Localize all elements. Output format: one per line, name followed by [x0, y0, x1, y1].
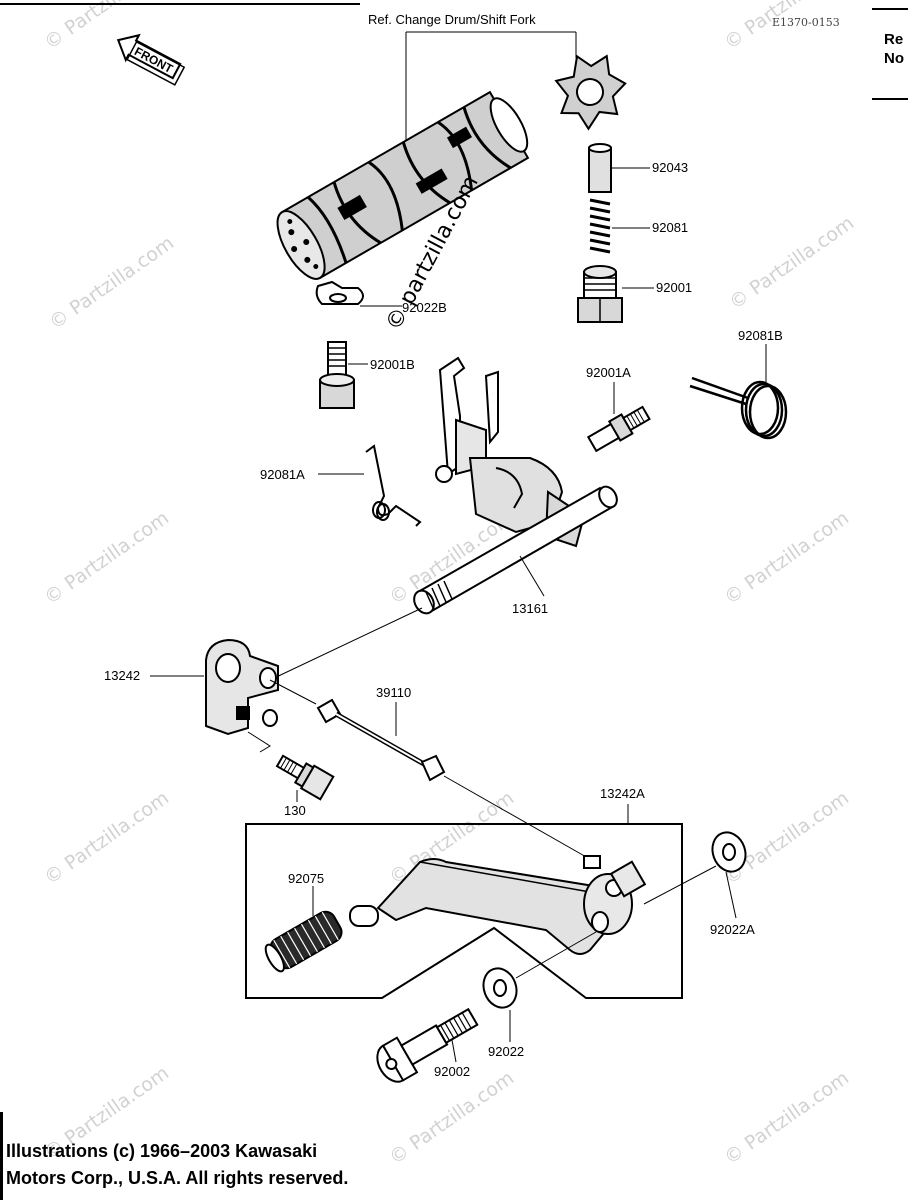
copyright-rule [0, 1112, 3, 1200]
spring-92081 [589, 198, 611, 254]
part-label: 13242A [600, 786, 645, 801]
pin-92043 [588, 143, 612, 193]
shift-drum-cam [554, 54, 627, 131]
part-label: 92022A [710, 922, 755, 937]
watermark: © Partzilla.com [720, 1067, 853, 1169]
part-label: 130 [284, 803, 306, 818]
part-label: 92081A [260, 467, 305, 482]
bolt-92001 [577, 265, 623, 323]
part-label: 92043 [652, 160, 688, 175]
clamp-lever-13242 [205, 638, 279, 736]
change-drum [276, 90, 530, 280]
bolt-92001B [319, 341, 355, 409]
tie-rod-39110 [316, 698, 446, 782]
part-label: 92001 [656, 280, 692, 295]
part-label: 92001A [586, 365, 631, 380]
watermark: © Partzilla.com [385, 1067, 518, 1169]
copyright-line-1: Illustrations (c) 1966–2003 Kawasaki [6, 1141, 318, 1161]
watermark: © Partzilla.com [720, 507, 853, 609]
pin-92001A [586, 405, 651, 453]
watermark: © Partzilla.com [40, 787, 173, 889]
ref-change-drum-label: Ref. Change Drum/Shift Fork [368, 12, 536, 27]
washer-92022 [482, 967, 518, 1009]
watermark: © Partzilla.com [725, 212, 858, 314]
shift-pedal-lever [349, 855, 647, 955]
watermark: © Partzilla.com [40, 507, 173, 609]
part-label: 92002 [434, 1064, 470, 1079]
drawing-code: E1370-0153 [772, 16, 840, 29]
rubber-92075 [264, 910, 343, 973]
side-text-2: No [884, 50, 904, 67]
watermark: © Partzilla.com [40, 0, 173, 54]
watermark: © Partzilla.com [45, 232, 178, 334]
part-label: 92022B [402, 300, 447, 315]
part-label: 13242 [104, 668, 140, 683]
copyright-line-2: Motors Corp., U.S.A. All rights reserved… [6, 1168, 349, 1188]
assembly-box-13242A [245, 823, 683, 999]
bolt-130 [275, 754, 335, 801]
part-label: 39110 [376, 685, 411, 700]
part-label: 92022 [488, 1044, 524, 1059]
part-label: 92081 [652, 220, 688, 235]
spring-92081A [365, 444, 422, 527]
side-text-1: Re [884, 31, 904, 48]
spring-92081B [689, 376, 788, 440]
part-label: 13161 [512, 601, 548, 616]
part-label: 92075 [288, 871, 324, 886]
washer-92022A [711, 831, 747, 873]
part-label: 92081B [738, 328, 783, 343]
shift-shaft-13161 [413, 485, 618, 615]
bolt-92002 [376, 1007, 479, 1083]
front-arrow-icon: FRONT [116, 33, 186, 86]
washer-92022B [315, 280, 364, 305]
part-label: 92001B [370, 357, 415, 372]
